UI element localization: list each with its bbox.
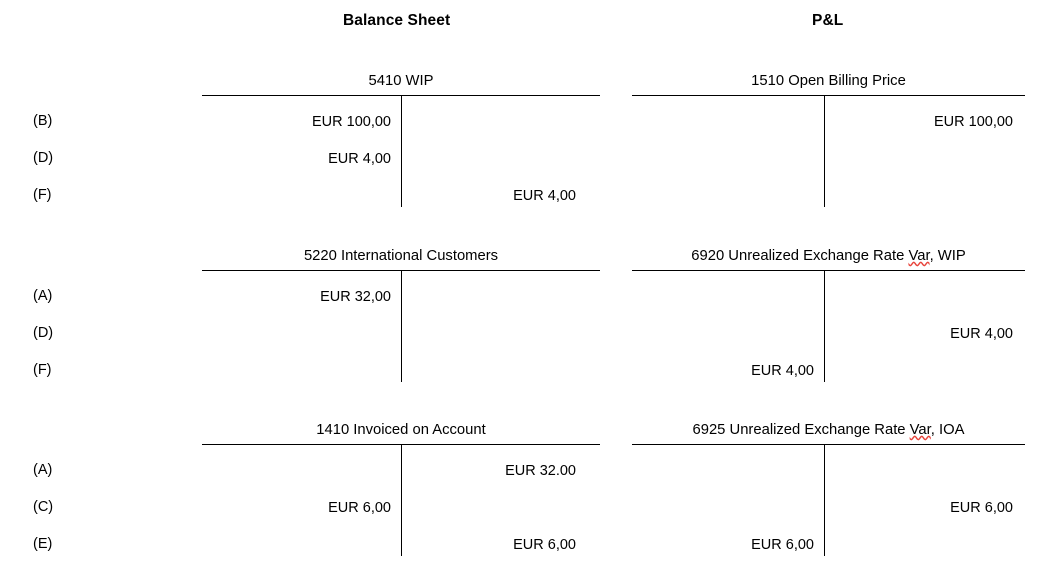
amount-debit: EUR 4,00 [751, 363, 814, 379]
ref-label-f: (F) [33, 187, 52, 203]
column-header-balance-sheet: Balance Sheet [343, 12, 451, 29]
t-account-top-rule [632, 270, 1025, 271]
t-account-title: 5410 WIP [368, 73, 434, 89]
t-account-center-rule [401, 95, 402, 207]
t-account-title-prefix: 6920 Unrealized Exchange Rate [691, 248, 909, 264]
amount-credit: EUR 100,00 [934, 114, 1013, 130]
t-account-title: 6920 Unrealized Exchange Rate Var, WIP [632, 249, 1025, 264]
t-account-center-rule [824, 95, 825, 207]
ref-label-a: (A) [33, 288, 53, 304]
t-account-title-suffix: , WIP [929, 248, 966, 264]
t-account-6925-unrealized-exchange-rate-var-ioa: 6925 Unrealized Exchange Rate Var, IOA E… [632, 423, 1025, 556]
spellcheck-misspelled-word: Var [909, 422, 931, 438]
t-account-top-rule [632, 95, 1025, 96]
t-account-center-rule [401, 270, 402, 382]
amount-debit: EUR 6,00 [328, 500, 391, 516]
t-account-1410-invoiced-on-account: 1410 Invoiced on Account EUR 32.00 EUR 6… [202, 423, 600, 556]
t-account-title: 1410 Invoiced on Account [316, 422, 486, 438]
ref-label-d: (D) [33, 325, 54, 341]
amount-debit: EUR 32,00 [320, 289, 391, 305]
t-account-center-rule [824, 444, 825, 556]
t-account-title-prefix: 6925 Unrealized Exchange Rate [692, 422, 910, 438]
amount-debit: EUR 4,00 [328, 151, 391, 167]
t-account-6920-unrealized-exchange-rate-var-wip: 6920 Unrealized Exchange Rate Var, WIP E… [632, 249, 1025, 382]
amount-credit: EUR 6,00 [513, 537, 576, 553]
amount-credit: EUR 6,00 [950, 500, 1013, 516]
amount-credit: EUR 32.00 [505, 463, 576, 479]
t-account-5410-wip: 5410 WIP EUR 100,00 EUR 4,00 EUR 4,00 [202, 74, 600, 207]
ref-label-d: (D) [33, 150, 54, 166]
amount-credit: EUR 4,00 [950, 326, 1013, 342]
t-account-title: 6925 Unrealized Exchange Rate Var, IOA [632, 423, 1025, 438]
t-account-title: 1510 Open Billing Price [751, 73, 906, 89]
ref-label-f: (F) [33, 362, 52, 378]
column-header-profit-and-loss: P&L [812, 12, 844, 29]
t-account-center-rule [824, 270, 825, 382]
amount-credit: EUR 4,00 [513, 188, 576, 204]
t-account-center-rule [401, 444, 402, 556]
spellcheck-misspelled-word: Var [908, 248, 930, 264]
t-account-top-rule [632, 444, 1025, 445]
t-account-title: 5220 International Customers [303, 248, 499, 264]
amount-debit: EUR 100,00 [312, 114, 391, 130]
t-account-1510-open-billing-price: 1510 Open Billing Price EUR 100,00 [632, 74, 1025, 207]
ref-label-e: (E) [33, 536, 53, 552]
amount-debit: EUR 6,00 [751, 537, 814, 553]
t-account-5220-international-customers: 5220 International Customers EUR 32,00 [202, 249, 600, 382]
ref-label-b: (B) [33, 113, 53, 129]
t-account-title-suffix: , IOA [930, 422, 965, 438]
ref-label-a: (A) [33, 462, 53, 478]
ref-label-c: (C) [33, 499, 54, 515]
